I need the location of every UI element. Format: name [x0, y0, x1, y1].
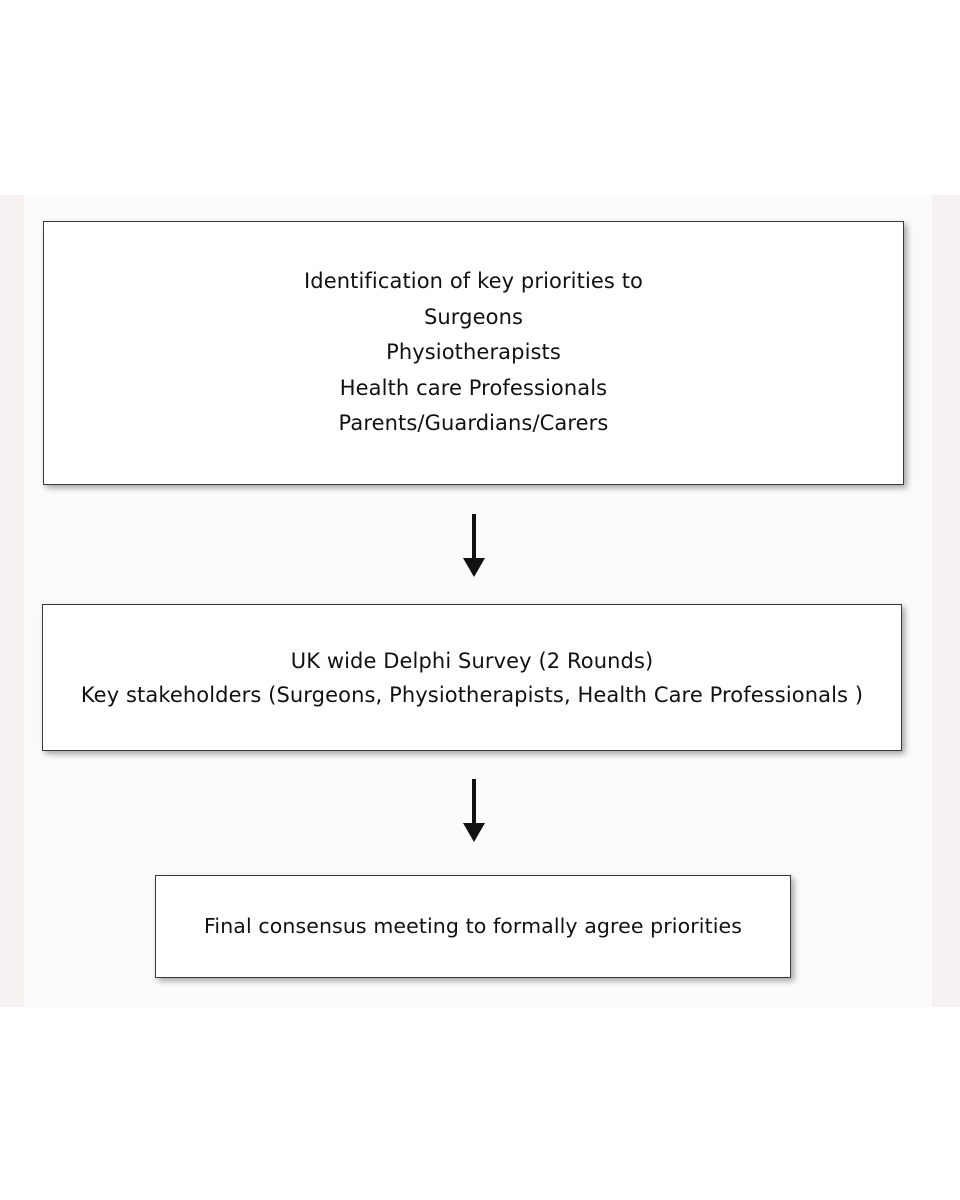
diagram-background-edge-right — [932, 195, 960, 1007]
step-3-line-1: Final consensus meeting to formally agre… — [204, 913, 742, 938]
diagram-background-edge-left — [0, 195, 24, 1007]
step-2-line-1: UK wide Delphi Survey (2 Rounds) — [290, 648, 654, 673]
arrow-down-icon — [463, 514, 485, 577]
step-2-line-2: Key stakeholders (Surgeons, Physiotherap… — [80, 682, 864, 707]
arrow-down-icon — [463, 779, 485, 842]
step-2-box: UK wide Delphi Survey (2 Rounds) Key sta… — [42, 604, 902, 751]
step-1-line-1: Identification of key priorities to — [303, 269, 644, 294]
step-1-line-4: Health care Professionals — [339, 375, 608, 400]
step-1-line-3: Physiotherapists — [386, 340, 561, 365]
step-3-box: Final consensus meeting to formally agre… — [155, 875, 791, 978]
step-1-box: Identification of key priorities to Surg… — [43, 221, 904, 485]
step-1-line-2: Surgeons — [423, 304, 524, 329]
step-1-line-5: Parents/Guardians/Carers — [338, 411, 609, 436]
